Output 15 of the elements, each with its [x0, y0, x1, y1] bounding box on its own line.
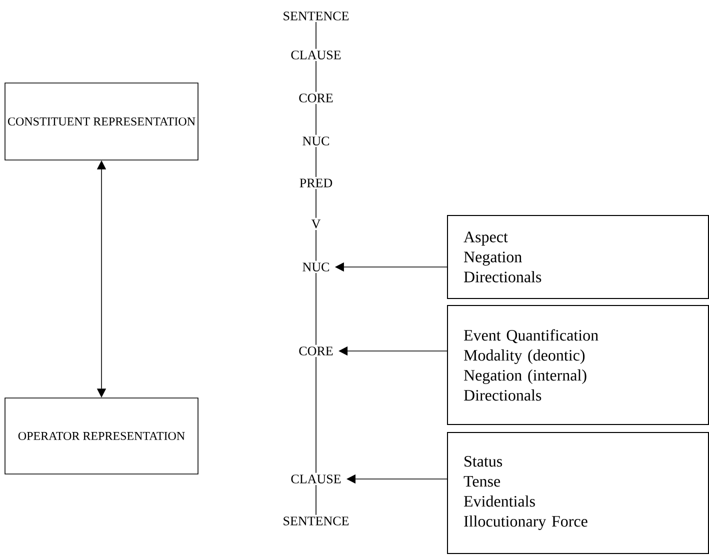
tree-label: NUC: [302, 262, 329, 272]
operator-box: Event Quantification Modality (deontic) Negation (internal) Directionals: [447, 304, 709, 425]
operator-box: Status Tense Evidentials Illocutionary Force: [447, 432, 709, 554]
tree-label: CORE: [299, 94, 333, 102]
tree-label: CLAUSE: [291, 474, 341, 484]
tree-label: SENTENCE: [284, 12, 349, 20]
tree-label: CORE: [299, 346, 333, 356]
representation-box: OPERATOR REPRESENTATION: [4, 398, 198, 474]
tree-label: CLAUSE: [291, 50, 341, 60]
tree-label: PRED: [300, 178, 332, 188]
tree-label: SENTENCE: [284, 516, 349, 526]
tree-label: V: [311, 220, 321, 228]
representation-box: CONSTITUENT REPRESENTATION: [4, 82, 198, 160]
tree-label: NUC: [302, 136, 329, 146]
operator-box: Aspect Negation Directionals: [447, 215, 709, 299]
